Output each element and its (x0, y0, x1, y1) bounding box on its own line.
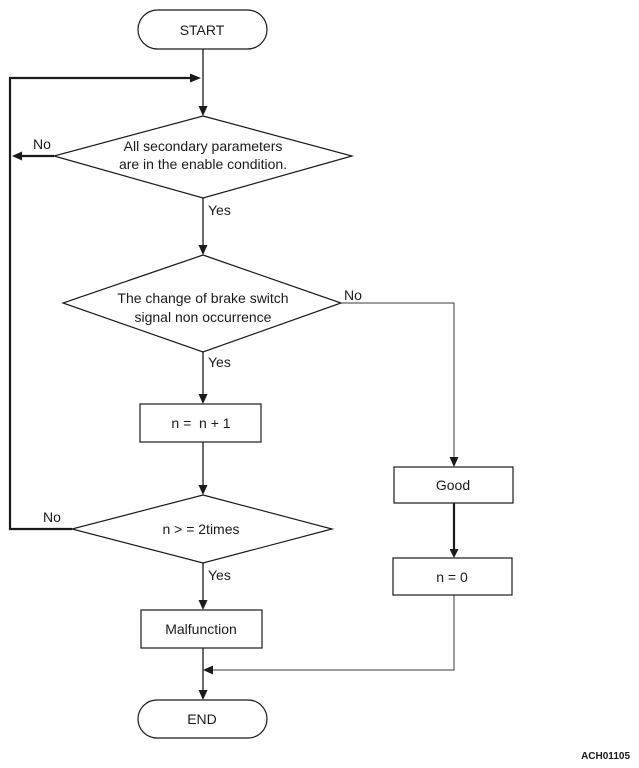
edge-label-count-no: No (43, 509, 61, 525)
decision-brake-line-2: signal non occurrence (135, 309, 272, 325)
arrowhead (198, 600, 208, 610)
process-reset: n = 0 (392, 557, 513, 596)
figure-code: ACH01105 (581, 751, 630, 762)
edge-label-brake-yes: Yes (208, 354, 231, 370)
end-terminal: END (137, 699, 268, 739)
arrowhead (190, 73, 201, 83)
arrowhead (449, 457, 459, 467)
decision-brake-switch: The change of brake switch signal non oc… (61, 254, 343, 353)
decision-count-label: n > = 2times (162, 521, 239, 537)
decision-brake-line-1: The change of brake switch (117, 290, 288, 306)
arrowhead (198, 245, 208, 255)
arrowhead (198, 485, 208, 495)
start-terminal: START (137, 9, 268, 50)
process-malfunction: Malfunction (140, 609, 263, 649)
process-malfunction-label: Malfunction (165, 621, 237, 637)
decision-count: n > = 2times (69, 494, 335, 564)
end-label: END (187, 711, 217, 727)
edge-label-brake-no: No (344, 287, 362, 303)
connector-reset-to-merge (213, 595, 455, 671)
arrowhead (198, 690, 208, 700)
loop-back-line (8, 76, 190, 531)
arrowhead (12, 151, 22, 161)
start-label: START (180, 22, 225, 38)
process-reset-label: n = 0 (436, 569, 468, 585)
process-good-label: Good (436, 477, 470, 493)
arrowhead (198, 394, 208, 404)
edge-label-enable-yes: Yes (208, 202, 231, 218)
arrowhead (203, 665, 213, 675)
process-increment-label: n = n + 1 (171, 415, 230, 431)
connector-brake-no (341, 302, 455, 458)
arrowhead (449, 549, 459, 558)
decision-enable-condition: All secondary parameters are in the enab… (51, 115, 355, 199)
process-good: Good (393, 466, 514, 504)
arrowhead (198, 106, 208, 116)
decision-enable-line-1: All secondary parameters (124, 138, 283, 154)
decision-enable-line-2: are in the enable condition. (119, 156, 287, 172)
process-increment: n = n + 1 (139, 403, 262, 443)
edge-label-count-yes: Yes (208, 567, 231, 583)
edge-label-enable-no: No (33, 136, 51, 152)
